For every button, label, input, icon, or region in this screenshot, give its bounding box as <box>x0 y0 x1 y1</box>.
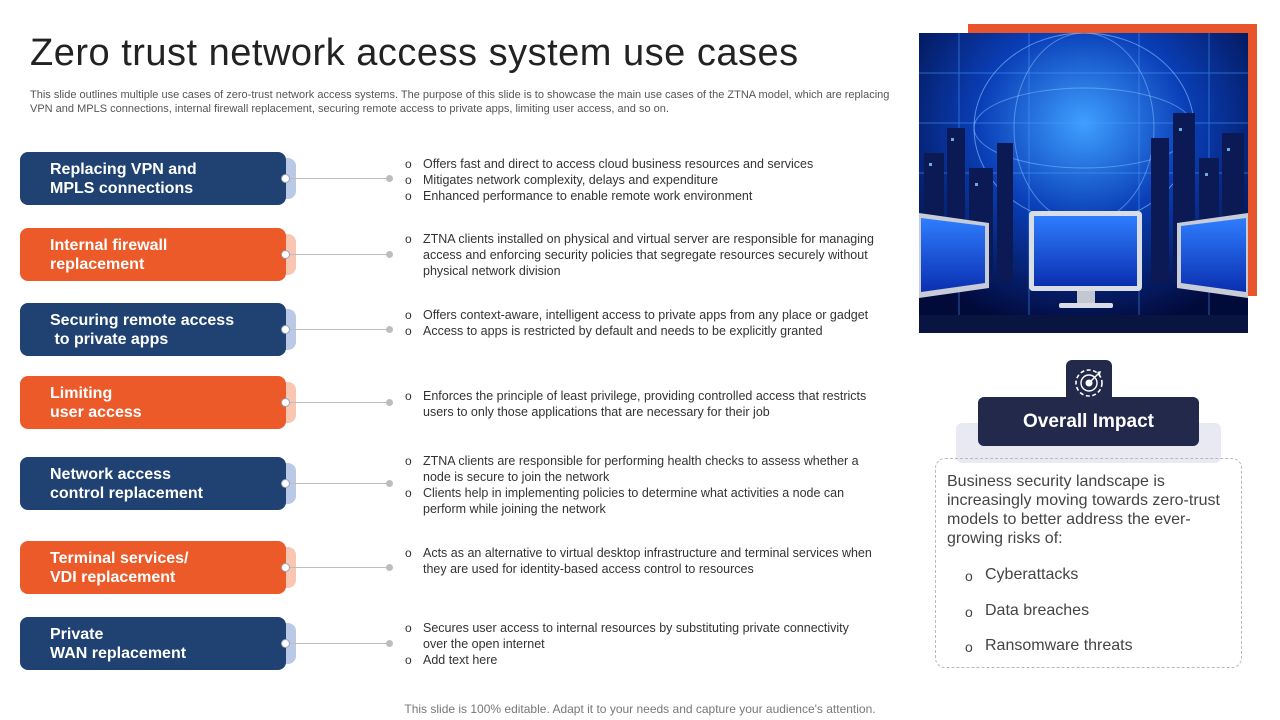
impact-item: Cyberattacks <box>965 566 1133 602</box>
bullet-item: Secures user access to internal resource… <box>405 620 875 652</box>
target-gear-icon <box>1066 360 1112 406</box>
page-subtitle: This slide outlines multiple use cases o… <box>30 89 890 115</box>
connector-dot <box>386 326 393 333</box>
bullet-item: Acts as an alternative to virtual deskto… <box>405 545 875 577</box>
connector-line <box>286 178 390 179</box>
connector-line <box>286 402 390 403</box>
use-case-row: Network access control replacement <box>20 457 890 511</box>
connector-line <box>286 254 390 255</box>
connector-dot <box>386 399 393 406</box>
use-case-label: Network access control replacement <box>20 457 286 510</box>
connector-dot <box>281 479 290 488</box>
connector-dot <box>281 563 290 572</box>
use-case-bullets: Enforces the principle of least privileg… <box>405 388 875 420</box>
connector-dot <box>386 480 393 487</box>
use-case-row: Limiting user access <box>20 376 890 430</box>
connector-dot <box>281 325 290 334</box>
connector-dot <box>281 174 290 183</box>
use-case-bullets: Acts as an alternative to virtual deskto… <box>405 545 875 577</box>
impact-item: Data breaches <box>965 602 1133 638</box>
use-case-row: Internal firewall replacement <box>20 228 890 282</box>
use-case-row: Terminal services/ VDI replacement <box>20 541 890 595</box>
footer-note: This slide is 100% editable. Adapt it to… <box>404 702 876 716</box>
connector-dot <box>386 175 393 182</box>
use-case-label: Terminal services/ VDI replacement <box>20 541 286 594</box>
connector-line <box>286 483 390 484</box>
bullet-item: Mitigates network complexity, delays and… <box>405 172 875 188</box>
bullet-item: Enforces the principle of least privileg… <box>405 388 875 420</box>
bullet-item: Enhanced performance to enable remote wo… <box>405 188 875 204</box>
use-case-label: Private WAN replacement <box>20 617 286 670</box>
bullet-item: ZTNA clients installed on physical and v… <box>405 231 875 279</box>
bullet-item: Offers context-aware, intelligent access… <box>405 307 875 323</box>
connector-dot <box>386 251 393 258</box>
use-case-row: Securing remote access to private apps <box>20 303 890 357</box>
use-case-bullets: Offers fast and direct to access cloud b… <box>405 156 875 204</box>
connector-dot <box>386 564 393 571</box>
connector-line <box>286 329 390 330</box>
page-title: Zero trust network access system use cas… <box>30 32 799 74</box>
use-case-bullets: Offers context-aware, intelligent access… <box>405 307 875 339</box>
use-case-label: Securing remote access to private apps <box>20 303 286 356</box>
impact-item: Ransomware threats <box>965 637 1133 673</box>
connector-dot <box>281 639 290 648</box>
bullet-item: Offers fast and direct to access cloud b… <box>405 156 875 172</box>
bullet-item: Add text here <box>405 652 875 668</box>
connector-dot <box>386 640 393 647</box>
connector-dot <box>281 250 290 259</box>
use-case-label: Limiting user access <box>20 376 286 429</box>
city-network-image <box>919 33 1248 333</box>
use-case-bullets: ZTNA clients are responsible for perform… <box>405 453 875 517</box>
bullet-item: Clients help in implementing policies to… <box>405 485 875 517</box>
use-case-label: Replacing VPN and MPLS connections <box>20 152 286 205</box>
use-case-row: Replacing VPN and MPLS connections <box>20 152 890 206</box>
use-case-row: Private WAN replacement <box>20 617 890 671</box>
connector-line <box>286 567 390 568</box>
use-case-bullets: ZTNA clients installed on physical and v… <box>405 231 875 279</box>
impact-list: Cyberattacks Data breaches Ransomware th… <box>965 566 1133 673</box>
connector-dot <box>281 398 290 407</box>
bullet-item: Access to apps is restricted by default … <box>405 323 875 339</box>
impact-text: Business security landscape is increasin… <box>947 473 1220 547</box>
use-case-label: Internal firewall replacement <box>20 228 286 281</box>
connector-line <box>286 643 390 644</box>
bullet-item: ZTNA clients are responsible for perform… <box>405 453 875 485</box>
use-case-bullets: Secures user access to internal resource… <box>405 620 875 668</box>
